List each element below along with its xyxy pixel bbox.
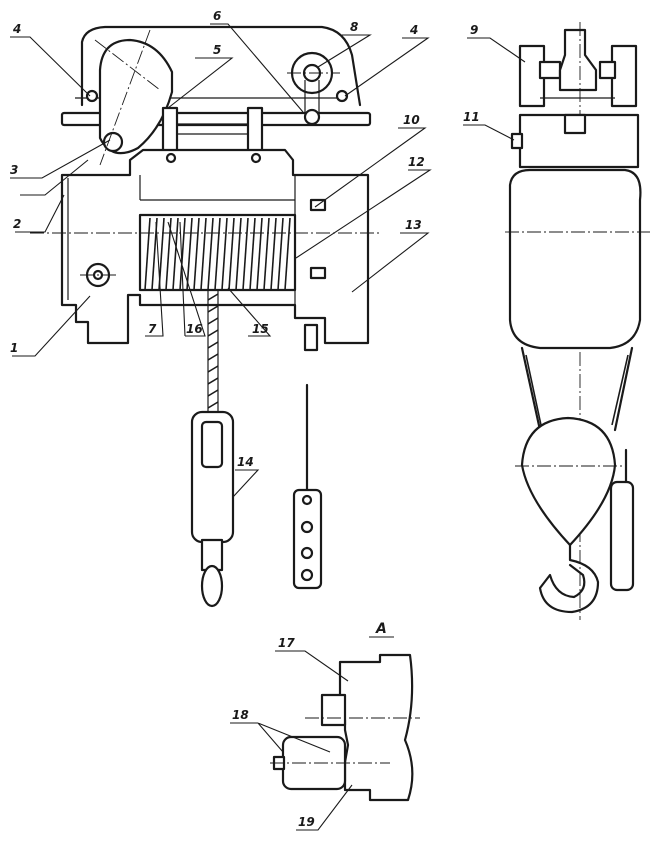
label-4-right: 4 <box>409 23 418 37</box>
front-view <box>30 27 380 606</box>
label-1: 1 <box>10 341 18 355</box>
label-8: 8 <box>350 20 358 34</box>
label-14: 14 <box>237 455 254 469</box>
side-rail-profile <box>560 30 596 90</box>
label-13: 13 <box>405 218 422 232</box>
label-4-left: 4 <box>12 22 21 36</box>
label-11: 11 <box>463 110 480 124</box>
guide-roller-left <box>87 91 97 101</box>
label-15: 15 <box>252 322 269 336</box>
label-17: 17 <box>278 636 295 650</box>
label-9: 9 <box>470 23 478 37</box>
side-hoist-body <box>510 170 640 348</box>
detail-view-a <box>270 655 420 800</box>
label-10: 10 <box>403 113 420 127</box>
label-2: 2 <box>13 217 21 231</box>
label-6: 6 <box>213 9 221 23</box>
side-hook <box>540 545 598 612</box>
leader-lines <box>10 24 525 830</box>
detail-gearbox <box>340 655 412 800</box>
label-5: 5 <box>213 43 221 57</box>
label-3: 3 <box>10 163 18 177</box>
label-16: 16 <box>186 322 203 336</box>
label-view-a: A <box>375 621 387 637</box>
label-18: 18 <box>232 708 249 722</box>
label-7: 7 <box>148 322 157 336</box>
hook-tip <box>202 566 222 606</box>
label-19: 19 <box>298 815 315 829</box>
side-view <box>505 22 650 620</box>
side-hook-block <box>522 418 615 545</box>
label-12: 12 <box>408 155 425 169</box>
